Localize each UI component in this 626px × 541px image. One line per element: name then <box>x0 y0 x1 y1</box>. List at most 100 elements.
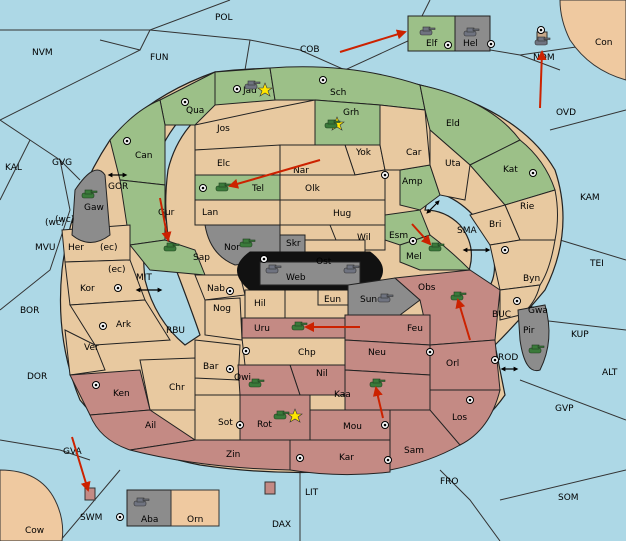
land-label: Hug <box>333 209 351 219</box>
sea-label: GVG <box>52 158 72 168</box>
map-labels: POL NVM FUN COB Con NOM OVD KAL GVG GOR … <box>5 13 618 536</box>
land-label: Bar <box>203 362 219 372</box>
region-con[interactable] <box>559 0 626 81</box>
land-label: Elc <box>217 159 230 169</box>
region-orl[interactable] <box>429 339 501 391</box>
sea-label: SMA <box>457 226 477 236</box>
land-label: Ail <box>145 421 156 431</box>
land-label: Grh <box>343 108 359 118</box>
sea-label: GVP <box>555 404 574 414</box>
sea-label: SOM <box>558 493 579 503</box>
land-label: Ost <box>316 257 332 267</box>
tank-unit-icon <box>528 344 545 354</box>
region-sam[interactable] <box>389 409 461 471</box>
land-label: Chp <box>298 348 316 358</box>
sea-label: TEI <box>589 259 604 269</box>
sea-label: BOR <box>20 306 39 316</box>
connection-arrows <box>107 172 519 372</box>
tank-unit-icon <box>273 410 290 420</box>
land-label: Uta <box>445 159 461 169</box>
units <box>81 26 551 507</box>
region-lit-island[interactable] <box>264 481 276 495</box>
move-arrow-icon <box>455 298 471 341</box>
land-label: Kaa <box>334 390 351 400</box>
supply-centers <box>92 26 545 521</box>
region-tel[interactable] <box>194 174 281 201</box>
region-kaa[interactable] <box>344 369 431 411</box>
region-kor[interactable] <box>64 259 146 306</box>
land-label: Tel <box>251 184 264 194</box>
land-label: Ver <box>84 343 99 353</box>
sea-label: DAX <box>272 520 291 530</box>
land-label: Can <box>135 151 153 161</box>
land-label: Eun <box>324 295 341 305</box>
land-label: (ec) <box>100 243 118 253</box>
tank-unit-icon <box>369 378 386 388</box>
land-label: Nil <box>316 369 328 379</box>
tank-unit-icon <box>450 291 467 301</box>
land-label: Mou <box>343 422 362 432</box>
land-label: Gaw <box>84 203 104 213</box>
land-label: Zin <box>226 450 240 460</box>
region-ark[interactable] <box>69 299 171 346</box>
tank-unit-icon <box>419 26 436 36</box>
tank-unit-icon <box>265 264 282 274</box>
sea-label: FRO <box>440 477 459 487</box>
region-grh[interactable] <box>314 99 381 146</box>
land-label: Gur <box>158 208 175 218</box>
region-olk[interactable] <box>279 169 386 201</box>
land-label: Uru <box>254 324 270 334</box>
region-orn[interactable] <box>170 489 220 527</box>
land-label: Nab <box>207 284 225 294</box>
land-label: Lan <box>202 208 218 218</box>
land-label: Rie <box>520 202 535 212</box>
land-label: Neu <box>368 348 386 358</box>
tank-unit-icon <box>324 119 341 129</box>
tank-unit-icon <box>428 242 445 252</box>
sea-label: RBU <box>166 326 185 336</box>
tank-unit-icon <box>163 242 180 252</box>
region-neu[interactable] <box>344 339 431 376</box>
land-label: Sam <box>404 446 424 456</box>
move-arrow-icon <box>71 436 91 492</box>
region-mel[interactable] <box>399 234 472 271</box>
region-can[interactable] <box>109 99 166 186</box>
land-label: Sap <box>193 253 210 263</box>
land-label: Nor <box>224 243 240 253</box>
land-label: Kor <box>80 284 95 294</box>
sea-label: (wc) <box>45 218 64 228</box>
region-sap[interactable] <box>129 239 206 276</box>
sea-label: KAL <box>5 163 22 173</box>
region-ver[interactable] <box>64 329 106 376</box>
land-label: Sun <box>360 295 377 305</box>
region-uta[interactable] <box>429 128 471 201</box>
region-chp[interactable] <box>241 337 346 366</box>
tank-unit-icon <box>534 36 551 46</box>
region-elc[interactable] <box>194 144 281 176</box>
region-swm-island[interactable] <box>84 487 96 501</box>
land-label: Eld <box>446 119 460 129</box>
sea-label: LIT <box>305 488 319 498</box>
land-label: Hil <box>254 299 266 309</box>
tank-unit-icon <box>463 27 480 37</box>
region-cow[interactable] <box>0 469 64 541</box>
region-car[interactable] <box>379 104 431 171</box>
tank-unit-icon <box>215 182 232 192</box>
sea-label: MVU <box>35 243 56 253</box>
region-jos[interactable] <box>194 99 316 151</box>
region-gaw[interactable] <box>71 169 111 243</box>
land-label: Sot <box>218 418 233 428</box>
sea-label: KUP <box>571 330 589 340</box>
sea-label: FUN <box>150 53 169 63</box>
sea-label: BUC <box>492 310 511 320</box>
land-label: (wc) <box>55 215 74 225</box>
move-arrow-icon <box>339 29 407 53</box>
land-label: Skr <box>286 239 301 249</box>
tank-unit-icon <box>244 80 261 90</box>
region-kar[interactable] <box>289 439 391 476</box>
region-pir[interactable] <box>517 304 550 372</box>
land-label: Amp <box>402 177 423 187</box>
land-label: Jos <box>216 124 230 134</box>
star-marker-icon <box>287 408 303 423</box>
